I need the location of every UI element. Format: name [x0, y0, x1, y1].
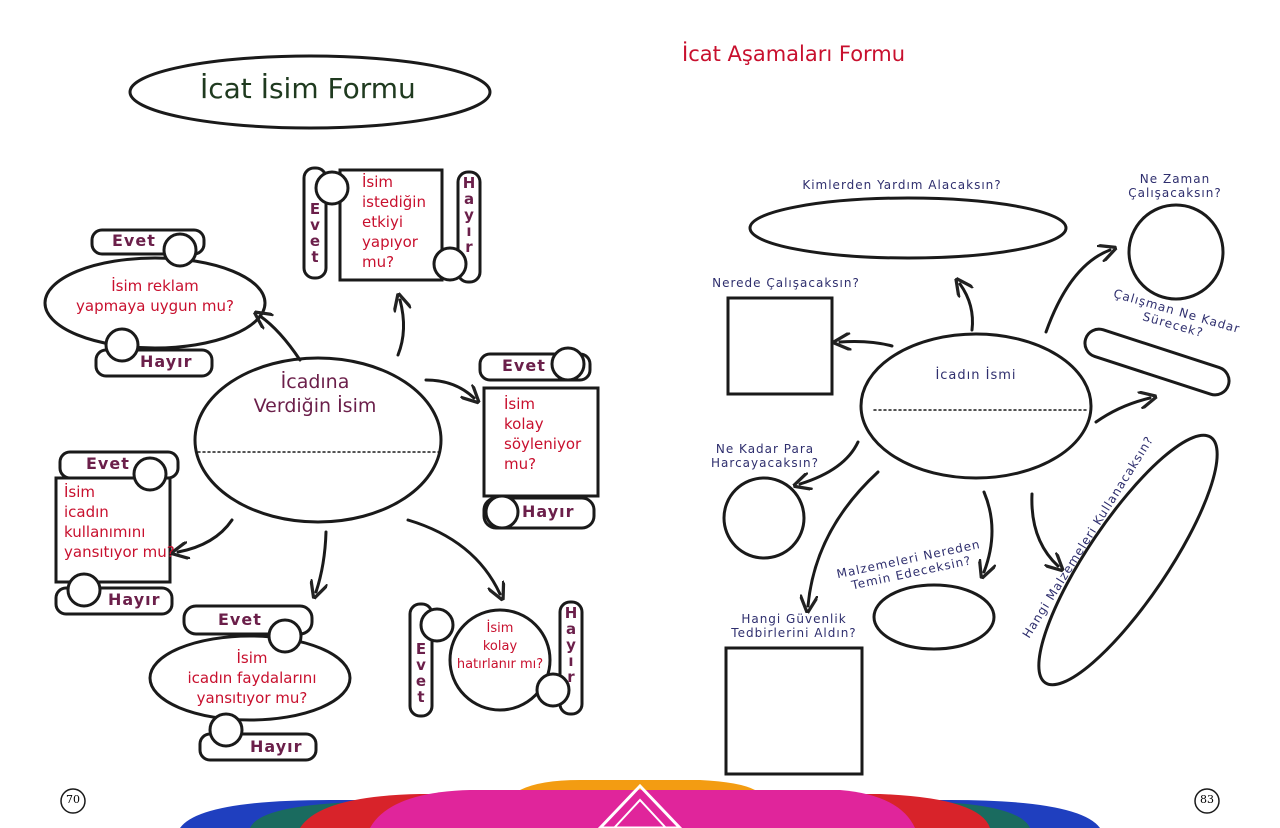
no-label: Hayır: [250, 737, 303, 756]
no-label: Hayır: [522, 502, 575, 521]
bottom-decoration: [180, 780, 1100, 828]
no-label: Hayır: [562, 604, 580, 684]
question-desired-effect: İsim istediğin etkiyi yapıyor mu?: [362, 173, 426, 271]
question-when: Ne Zaman Çalışacaksın?: [1128, 172, 1222, 200]
center-ellipse: [193, 356, 443, 524]
question-reflects-use: İsim icadın kullanımını yansıtıyor mu?: [64, 483, 175, 561]
yes-label: Evet: [86, 454, 130, 473]
yes-label: Evet: [412, 640, 430, 704]
question-money: Ne Kadar Para Harcayacaksın?: [711, 442, 819, 470]
right-center-label: İcadın İsmi: [935, 368, 1017, 383]
question-ad-suitable: İsim reklam yapmaya uygun mu?: [76, 277, 234, 315]
right-center-ellipse: [859, 332, 1093, 480]
no-label: Hayır: [140, 352, 193, 371]
right-page-title: İcat Aşamaları Formu: [682, 42, 906, 66]
question-easy-to-remember: İsim kolay hatırlanır mı?: [456, 621, 544, 672]
right-page-number: 83: [1200, 793, 1214, 806]
question-reflects-benefits: İsim icadın faydalarını yansıtıyor mu?: [187, 649, 317, 707]
left-page-number: 70: [66, 793, 80, 806]
yes-label: Evet: [218, 610, 262, 629]
no-label: Hayır: [108, 590, 161, 609]
question-easy-to-say: İsim kolay söyleniyor mu?: [504, 395, 582, 473]
question-safety: Hangi Güvenlik Tedbirlerini Aldın?: [731, 612, 857, 640]
yes-label: Evet: [306, 200, 324, 264]
left-page-title: İcat İsim Formu: [200, 72, 416, 105]
question-where: Nerede Çalışacaksın?: [712, 276, 860, 290]
left-title-ellipse: [128, 54, 492, 130]
no-label: Hayır: [460, 174, 478, 254]
question-who-helps: Kimlerden Yardım Alacaksın?: [802, 178, 1002, 192]
yes-label: Evet: [112, 231, 156, 250]
left-center-label: İcadına Verdiğin İsim: [253, 371, 377, 417]
yes-label: Evet: [502, 356, 546, 375]
